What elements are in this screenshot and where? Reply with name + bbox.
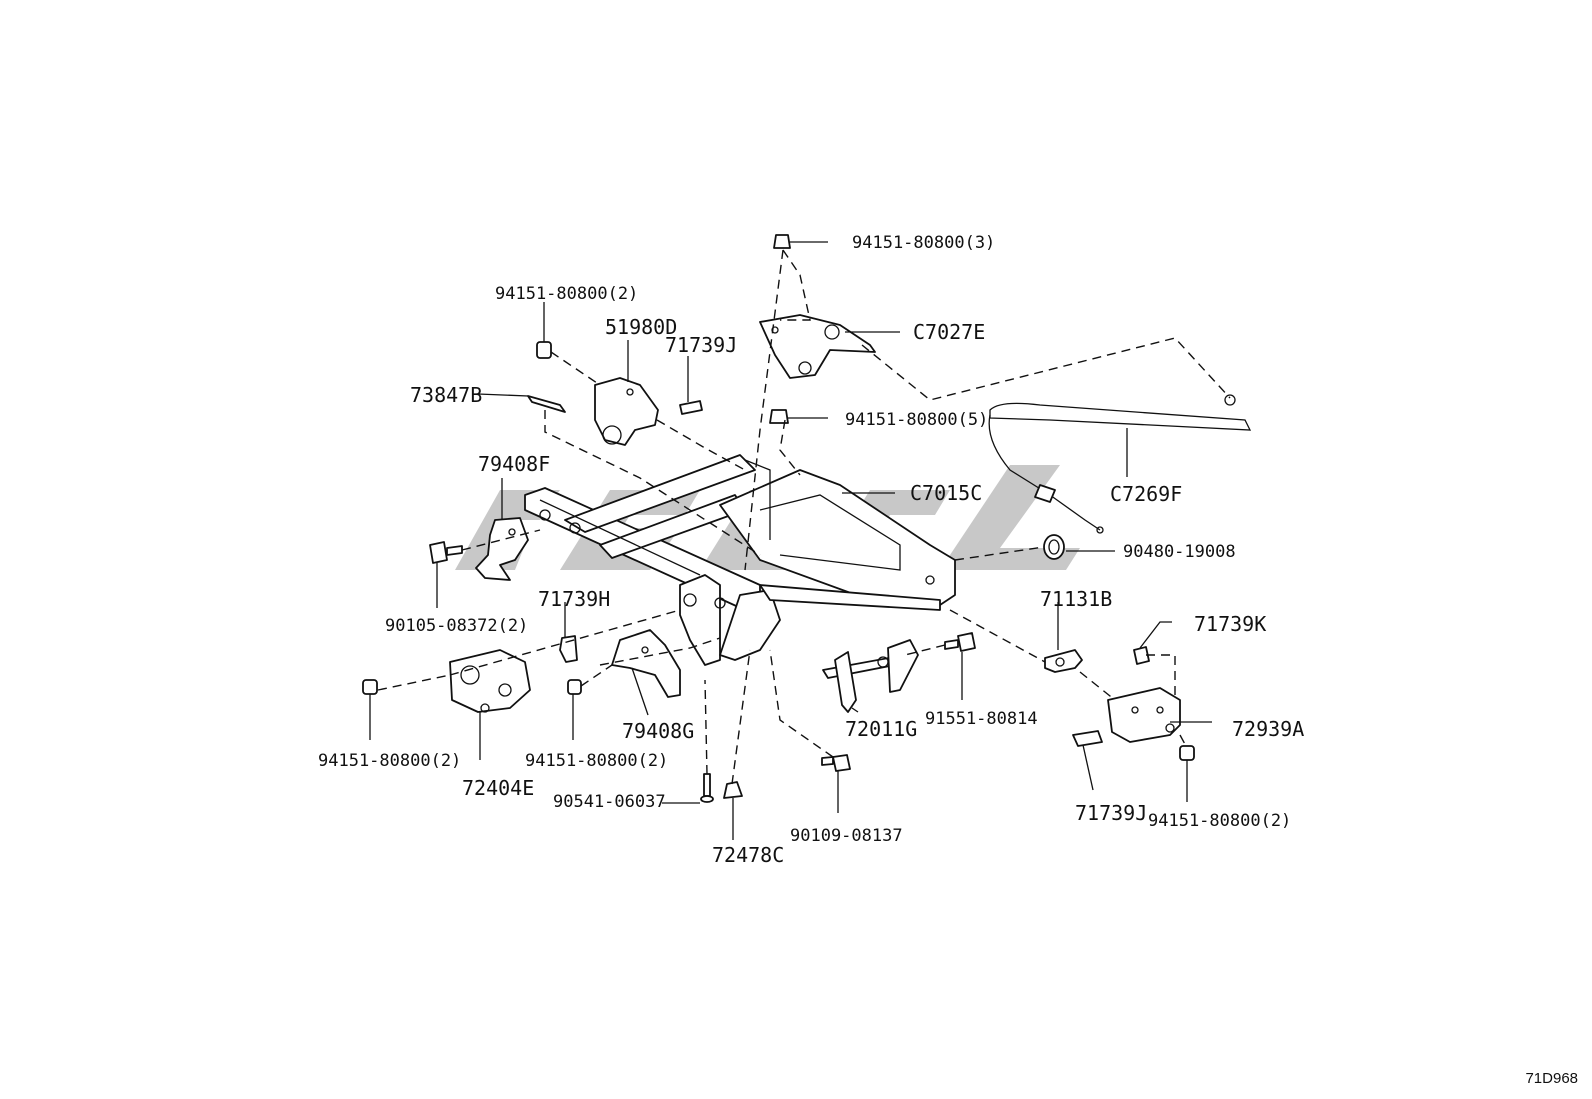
seat-frame-c7015c [524, 454, 956, 666]
label-90105-08372-2: 90105-08372(2) [385, 616, 528, 636]
label-94151-80800-2-left: 94151-80800(2) [318, 751, 461, 771]
screw-90541 [700, 773, 714, 803]
label-79408g: 79408G [622, 719, 694, 743]
clip-71739j-top [679, 400, 703, 415]
label-c7015c: C7015C [910, 481, 982, 505]
label-90109-08137: 90109-08137 [790, 826, 903, 846]
label-51980d: 51980D [605, 315, 677, 339]
washer-71131b [1044, 649, 1083, 673]
nut-94151-mid [567, 679, 582, 695]
grommet-90480 [1043, 534, 1065, 560]
label-71739h: 71739H [538, 587, 610, 611]
lever-72011g [822, 639, 919, 713]
assembly-lines [377, 249, 1231, 785]
nut-94151-left [362, 679, 378, 695]
cap-72478c [723, 781, 743, 799]
label-94151-80800-2-mid: 94151-80800(2) [525, 751, 668, 771]
bolt-90109 [821, 754, 851, 772]
label-71131b: 71131B [1040, 587, 1112, 611]
nut-94151-right [1179, 745, 1195, 761]
bracket-79408f [475, 517, 529, 581]
label-72404e: 72404E [462, 776, 534, 800]
spring-73847b [527, 395, 566, 413]
bracket-c7027e [759, 314, 876, 379]
clip-71739h [559, 635, 578, 663]
label-90541-06037: 90541-06037 [553, 792, 666, 812]
label-72011g: 72011G [845, 717, 917, 741]
clip-71739j-bottom [1072, 730, 1103, 747]
part-number-labels: 94151-80800(3) C7027E 94151-80800(2) 519… [318, 233, 1304, 867]
label-91551-80814: 91551-80814 [925, 709, 1038, 729]
label-72478c: 72478C [712, 843, 784, 867]
reference-code: 71D968 [1525, 1070, 1578, 1087]
nut-94151-top [773, 234, 791, 249]
label-71739j-top: 71739J [665, 333, 737, 357]
leader-lines [369, 241, 1212, 840]
label-90480-19008: 90480-19008 [1123, 542, 1236, 562]
label-73847b: 73847B [410, 383, 482, 407]
label-71739k: 71739K [1194, 612, 1266, 636]
bolt-71739k [1133, 646, 1150, 665]
bracket-79408g [611, 629, 681, 698]
label-94151-80800-2-right: 94151-80800(2) [1148, 811, 1291, 831]
label-71739j-bottom: 71739J [1075, 801, 1147, 825]
label-79408f: 79408F [478, 452, 550, 476]
nut-94151-center [769, 409, 789, 424]
bolt-91551 [944, 632, 976, 652]
nut-94151-top-left [536, 341, 552, 359]
label-72939a: 72939A [1232, 717, 1304, 741]
bolt-90105 [429, 541, 463, 564]
label-94151-80800-5: 94151-80800(5) [845, 410, 988, 430]
label-c7027e: C7027E [913, 320, 985, 344]
lock-72404e [449, 649, 531, 713]
cable-c7269f [988, 394, 1252, 534]
label-94151-80800-2-top: 94151-80800(2) [495, 284, 638, 304]
bracket-72939a [1107, 687, 1181, 743]
label-c7269f: C7269F [1110, 482, 1182, 506]
label-94151-80800-3: 94151-80800(3) [852, 233, 995, 253]
bracket-51980d [594, 377, 659, 446]
